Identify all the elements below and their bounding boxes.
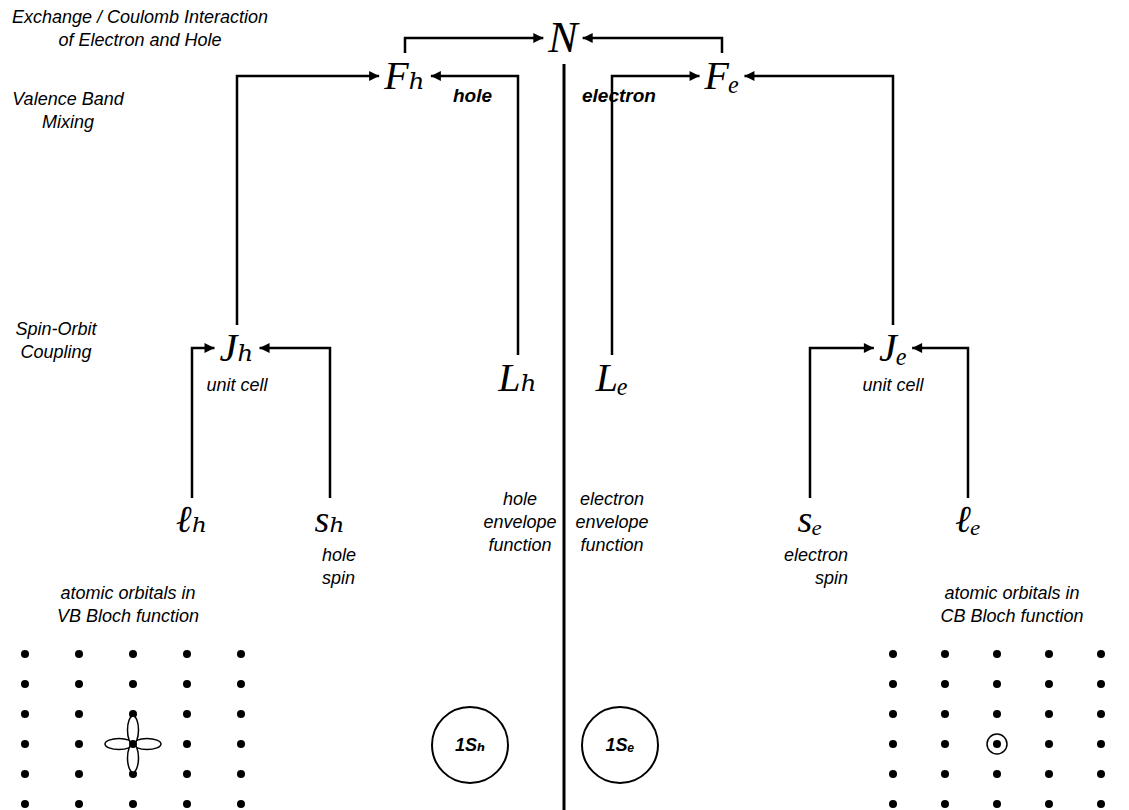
electron-total-momentum: Fₑ [700,53,745,99]
cb-lattice [889,650,1105,808]
description-label: unit cell [862,374,923,397]
envelope-label: 1Sₑ [605,735,634,756]
coupling-arrow [237,76,379,325]
hole-unit-cell-momentum: Jₕ [214,325,259,371]
description-label: hole spin [322,544,356,590]
momentum-symbol: ℓₕ [176,498,208,540]
description-label: hole envelope function [483,488,556,557]
coupling-arrow [260,348,330,498]
coupling-arrow [612,76,700,355]
side-label: electron [582,84,656,107]
momentum-symbol: Lₑ [596,355,629,400]
side-label: hole [453,84,492,107]
level-label: Exchange / Coulomb Interaction of Electr… [12,6,268,52]
exciton-symbol: N [543,13,582,63]
description-label: atomic orbitals in VB Bloch function [57,582,199,628]
momentum-symbol: N [548,13,577,62]
divider-line [563,64,566,810]
momentum-symbol: Fₕ [384,53,426,98]
momentum-symbol: Lₕ [498,355,538,400]
coupling-arrow [405,38,543,53]
description-label: electron spin [784,544,848,590]
momentum-symbol: Jₕ [219,325,254,370]
vb-lattice [21,650,245,808]
electron-spin-symbol: sₑ [793,498,828,542]
momentum-symbol: ℓₑ [955,498,981,540]
hole-orbital-momentum: ℓₕ [171,498,213,542]
envelope-label: 1Sₕ [455,734,485,756]
coupling-arrow [810,348,874,498]
hole-spin-symbol: sₕ [309,498,350,542]
description-label: electron envelope function [575,488,648,557]
envelope-circle: 1Sₑ [581,706,659,784]
momentum-symbol: Fₑ [705,53,740,98]
hole-envelope-momentum: Lₕ [493,355,543,401]
coupling-arrow [192,348,214,498]
electron-orbital-momentum: ℓₑ [950,498,986,542]
coupling-arrow [583,38,722,53]
description-label: unit cell [206,374,267,397]
momentum-symbol: sₕ [314,498,345,540]
level-label: Spin-Orbit Coupling [15,318,96,364]
s-orbital [987,734,1007,754]
coupling-arrow [912,348,968,498]
coupling-arrow [431,76,518,355]
level-label: Valence Band Mixing [12,88,123,134]
momentum-symbol: sₑ [798,498,823,540]
coupling-arrow [744,76,893,325]
p-orbital [105,716,161,772]
electron-envelope-momentum: Lₑ [591,355,634,401]
momentum-symbol: Jₑ [879,325,907,370]
description-label: atomic orbitals in CB Bloch function [940,582,1083,628]
envelope-circle: 1Sₕ [431,706,509,784]
electron-unit-cell-momentum: Jₑ [874,325,912,371]
hole-total-momentum: Fₕ [379,53,431,99]
